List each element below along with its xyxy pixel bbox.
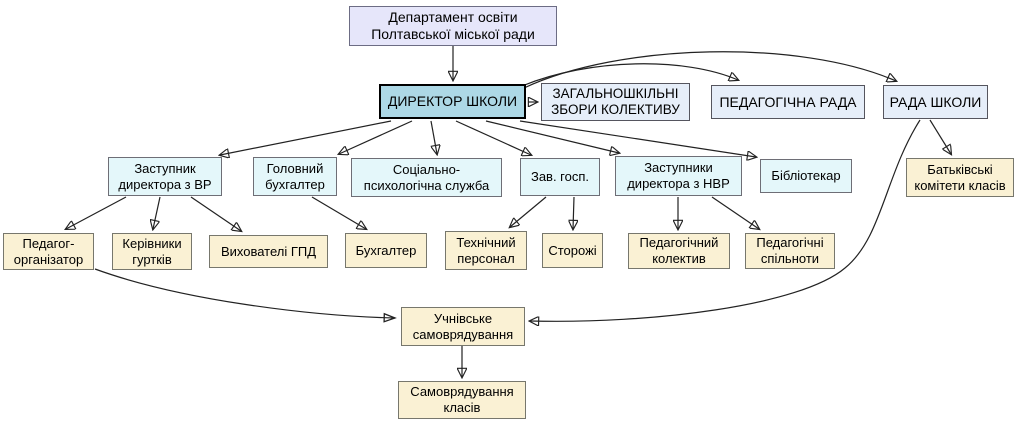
node-club-leaders: Керівники гуртків [112,233,192,270]
edge-school-council-parent-committees [929,119,951,154]
edge-deputy-vr-gpd-educators [190,196,241,231]
node-librarian: Бібліотекар [760,159,852,193]
node-accountant: Бухгалтер [345,233,427,268]
node-pedagogical-council: ПЕДАГОГІЧНА РАДА [711,85,865,119]
node-deputy-directors-nvr: Заступники директора з НВР [615,156,742,196]
node-social-psychological-service: Соціально- психологічна служба [351,158,502,197]
node-pedagog-organizer: Педагог- організатор [3,233,94,270]
node-facilities-manager: Зав. госп. [520,158,600,196]
node-school-council: РАДА ШКОЛИ [883,85,988,119]
node-pedagogical-communities: Педагогічні спільноти [745,233,835,269]
edge-deputy-vr-club-leaders [153,196,161,229]
edge-facilities-manager-guards [573,196,574,229]
node-student-self-government: Учнівське самоврядування [401,307,525,346]
node-technical-staff: Технічний персонал [445,231,527,270]
edge-director-social-service [430,120,437,154]
node-class-self-government: Самоврядування класів [398,381,526,419]
node-department-of-education: Департамент освіти Полтавської міської р… [349,6,557,46]
node-guards: Сторожі [542,233,603,268]
edge-director-chief-accountant [339,120,413,154]
edge-director-facilities-manager [455,120,531,155]
edge-deputy-vr-ped-organizer [66,196,127,229]
edge-director-deputy-vr [220,120,392,155]
edge-chief-accountant-accountant [311,196,366,229]
node-parent-committees: Батьківські комітети класів [906,158,1014,197]
node-school-wide-assembly: ЗАГАЛЬНОШКІЛЬНІ ЗБОРИ КОЛЕКТИВУ [541,83,690,121]
node-pedagogical-collective: Педагогічний колектив [628,233,730,269]
edge-facilities-manager-tech-staff [510,196,547,227]
node-school-director: ДИРЕКТОР ШКОЛИ [379,84,526,119]
node-gpd-educators: Вихователі ГПД [209,235,328,268]
edge-ped-organizer-student-council [94,268,395,318]
edge-school-council-student-council [530,119,921,321]
edge-director-librarian [519,120,756,157]
edge-deputies-nvr-ped-communities [711,196,759,229]
node-deputy-director-vr: Заступник директора з ВР [108,157,222,196]
node-chief-accountant: Головний бухгалтер [253,157,337,196]
edge-director-deputies-nvr [485,120,619,153]
